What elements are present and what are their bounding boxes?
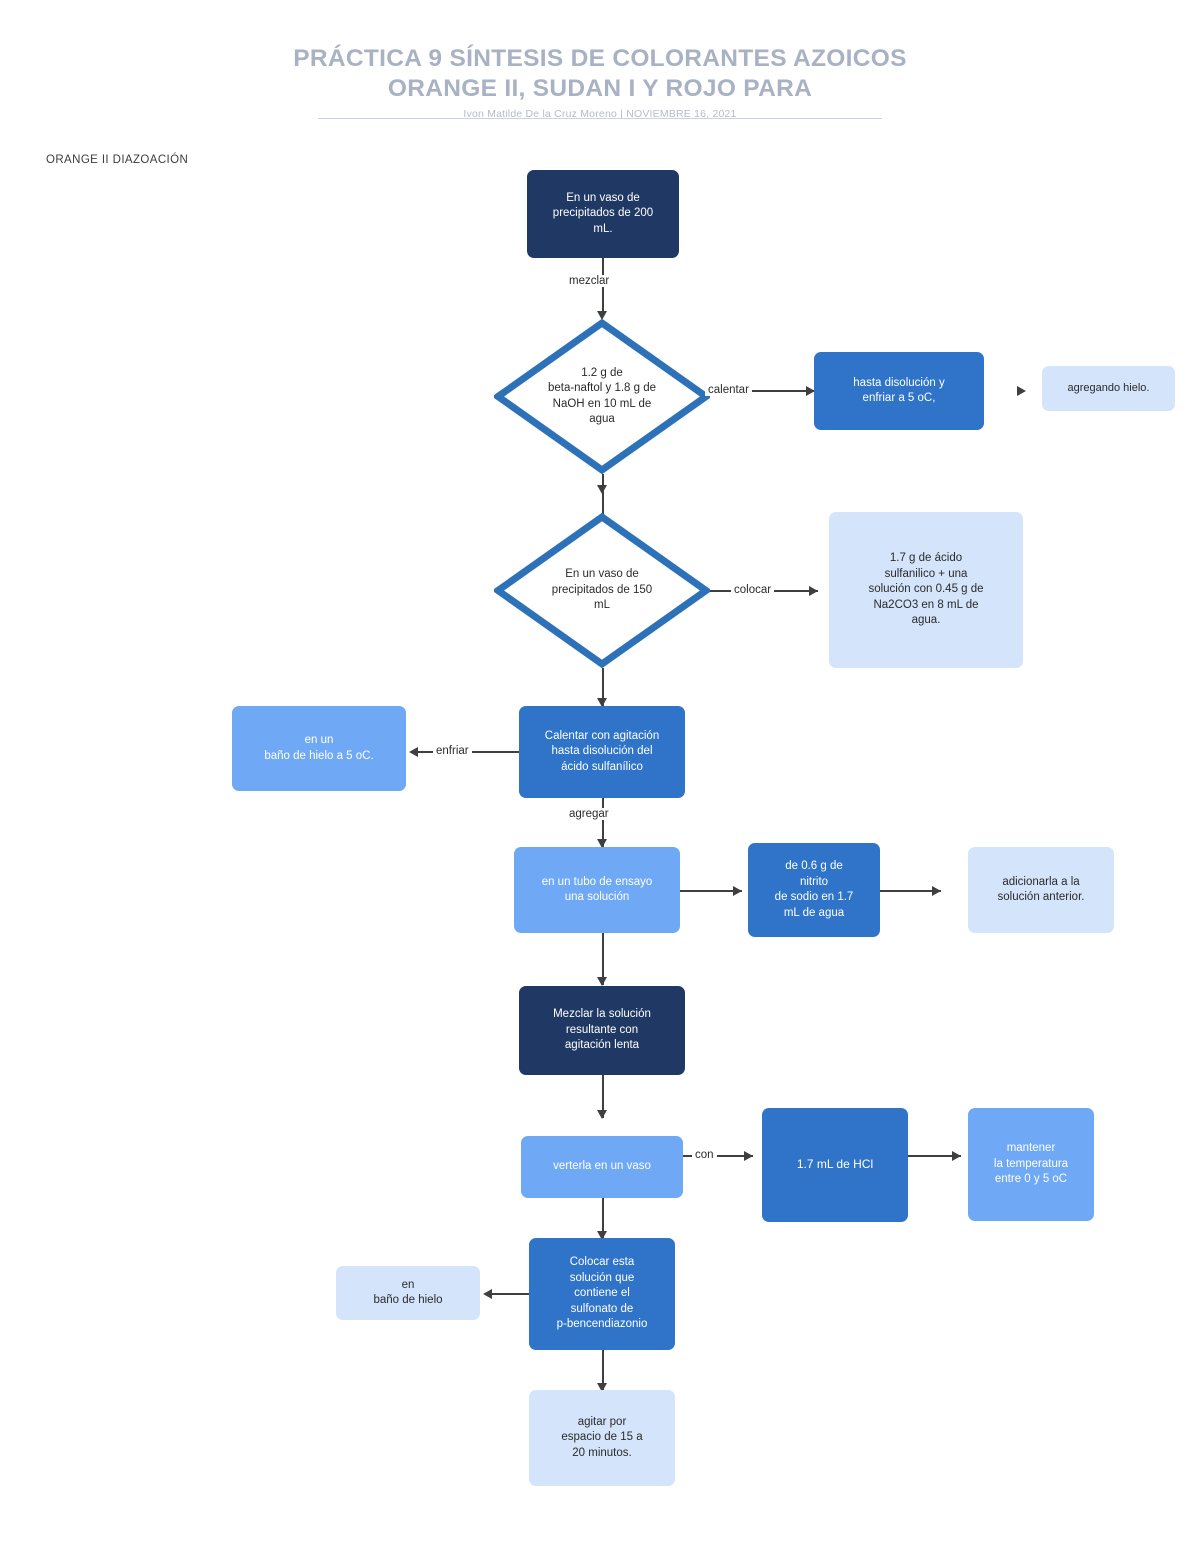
node-calentar-con-agitacion[interactable]: Calentar con agitación hasta disolución … [519, 706, 685, 798]
node-vaso-150ml-diamond[interactable]: En un vaso de precipitados de 150 mL [494, 513, 710, 668]
header-divider [318, 118, 882, 119]
node-acido-sulfanilico[interactable]: 1.7 g de ácido sulfanilico + una solució… [829, 512, 1023, 668]
section-label: ORANGE II DIAZOACIÓN [46, 154, 189, 166]
node-verterla-en-un-vaso[interactable]: verterla en un vaso [521, 1136, 683, 1198]
connector-betanaftol-to-vaso150 [602, 474, 604, 518]
node-nitrito-de-sodio[interactable]: de 0.6 g de nitrito de sodio en 1.7 mL d… [748, 843, 880, 937]
arrowhead-left-bano5 [409, 746, 418, 757]
node-vaso-200ml[interactable]: En un vaso de precipitados de 200 mL. [527, 170, 679, 258]
diamond-shape-icon [494, 319, 710, 474]
node-hasta-disolucion-enfriar[interactable]: hasta disolución y enfriar a 5 oC, [814, 352, 984, 430]
node-agitar-15-20-minutos[interactable]: agitar por espacio de 15 a 20 minutos. [529, 1390, 675, 1486]
arrowhead-right-agregando-hielo [1017, 385, 1026, 396]
connector-verterla-to-colocar [602, 1198, 604, 1240]
connector-calentar-to-tubo [602, 798, 604, 848]
arrowhead-down-colocar [597, 1231, 607, 1240]
node-hcl[interactable]: 1.7 mL de HCl [762, 1108, 908, 1222]
edge-label-colocar: colocar [731, 584, 775, 596]
node-mantener-temperatura[interactable]: mantener la temperatura entre 0 y 5 oC [968, 1108, 1094, 1221]
arrowhead-right-acido [809, 585, 818, 596]
arrowhead-down-calentar [597, 698, 607, 707]
node-bano-de-hielo[interactable]: en baño de hielo [336, 1266, 480, 1320]
edge-label-mezclar: mezclar [566, 275, 613, 287]
arrowhead-down-betanaftol [597, 311, 607, 320]
arrowhead-right-adicionarla [932, 885, 941, 896]
arrowhead-down-vaso150 [597, 485, 607, 494]
arrowhead-right-hcl [744, 1150, 753, 1161]
node-betanaftol-diamond[interactable]: 1.2 g de beta-naftol y 1.8 g de NaOH en … [494, 319, 710, 474]
edge-label-con: con [692, 1149, 717, 1161]
connector-betanaftol-to-disolucion [710, 390, 815, 392]
connector-colocar-to-agitar [602, 1350, 604, 1392]
node-tubo-de-ensayo[interactable]: en un tubo de ensayo una solución [514, 847, 680, 933]
connector-colocar-to-bano-hielo [492, 1293, 529, 1295]
arrowhead-down-verterla [597, 1110, 607, 1119]
arrowhead-down-agitar [597, 1383, 607, 1392]
document-header: PRÁCTICA 9 SÍNTESIS DE COLORANTES AZOICO… [0, 44, 1200, 120]
node-betanaftol-label: 1.2 g de beta-naftol y 1.8 g de NaOH en … [547, 366, 657, 426]
edge-label-agregar: agregar [566, 808, 612, 820]
connector-tubo-to-mezclar [602, 933, 604, 985]
diamond-shape-icon [494, 513, 710, 668]
node-agregando-hielo[interactable]: agregando hielo. [1042, 366, 1175, 411]
node-bano-hielo-5oc[interactable]: en un baño de hielo a 5 oC. [232, 706, 406, 791]
connector-nitrito-to-adicionarla [880, 890, 941, 892]
node-colocar-sulfonato-p-bencendiazonio[interactable]: Colocar esta solución que contiene el su… [529, 1238, 675, 1350]
node-adicionarla-solucion-anterior[interactable]: adicionarla a la solución anterior. [968, 847, 1114, 933]
node-vaso-150ml-label: En un vaso de precipitados de 150 mL [551, 568, 653, 612]
connector-verterla-to-hcl [683, 1155, 753, 1157]
page-subtitle: Ivon Matilde De la Cruz Moreno | NOVIEMB… [463, 108, 737, 120]
connector-vaso150-to-calentar [602, 668, 604, 708]
page-title-line2: ORANGE II, SUDAN I Y ROJO PARA [387, 75, 813, 102]
edge-label-calentar: calentar [705, 384, 752, 396]
arrowhead-right-disolucion [806, 385, 815, 396]
connector-tubo-to-nitrito [680, 890, 742, 892]
edge-label-enfriar: enfriar [433, 745, 472, 757]
node-mezclar-solucion-resultante[interactable]: Mezclar la solución resultante con agita… [519, 986, 685, 1075]
arrowhead-down-tubo [597, 839, 607, 848]
arrowhead-right-mantener [952, 1150, 961, 1161]
arrowhead-down-mezclar [597, 977, 607, 986]
arrowhead-left-bano-hielo [483, 1288, 492, 1299]
connector-mezclar-to-verterla [602, 1075, 604, 1118]
arrowhead-right-nitrito [733, 885, 742, 896]
page-title-line1: PRÁCTICA 9 SÍNTESIS DE COLORANTES AZOICO… [293, 45, 907, 72]
connector-hcl-to-mantener [908, 1155, 961, 1157]
